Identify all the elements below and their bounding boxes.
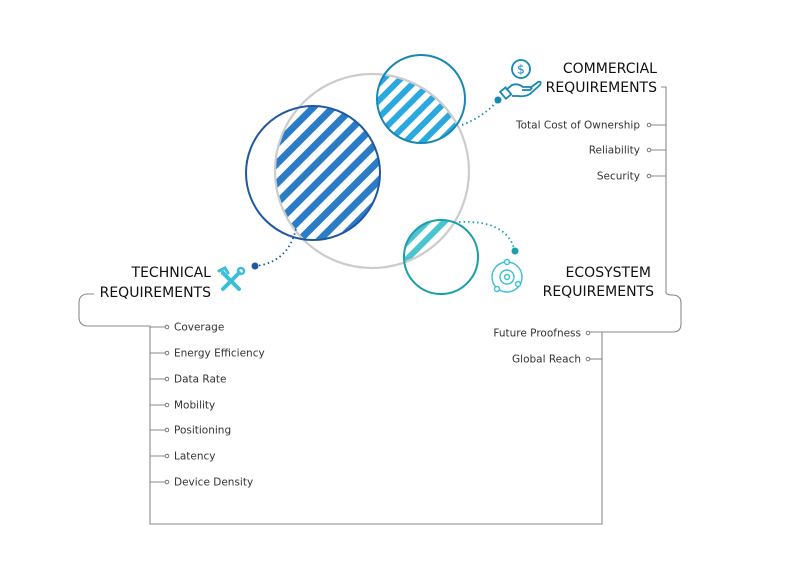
ecosystem-items: Future Proofness Global Reach (493, 328, 602, 366)
ecosystem-title-line2: REQUIREMENTS (543, 284, 654, 300)
list-item: Coverage (174, 322, 224, 334)
ecosystem-connector-dot (511, 247, 519, 255)
technical-connector (255, 228, 297, 267)
connector-tree (78, 86, 682, 525)
list-item: Global Reach (512, 354, 581, 366)
ecosystem-circle (403, 219, 479, 295)
list-item: Total Cost of Ownership (515, 120, 640, 132)
list-item: Mobility (174, 400, 215, 412)
technical-connector-dot (251, 262, 259, 270)
list-item: Device Density (174, 477, 253, 489)
central-circle (273, 72, 471, 270)
commercial-title-line1: COMMERCIAL (563, 61, 657, 77)
list-item: Latency (174, 451, 216, 463)
list-item: Positioning (174, 425, 231, 437)
technical-items: Coverage Energy Efficiency Data Rate Mob… (150, 322, 265, 489)
commercial-items: Total Cost of Ownership Reliability Secu… (515, 120, 666, 183)
ecosystem-title-line1: ECOSYSTEM (566, 265, 651, 281)
commercial-title-line2: REQUIREMENTS (546, 80, 657, 96)
commercial-circle (376, 54, 466, 144)
tools-icon (217, 266, 246, 291)
list-item: Reliability (589, 145, 640, 157)
list-item: Energy Efficiency (174, 348, 265, 360)
commercial-connector-dot (494, 96, 502, 104)
dollar-hand-icon: $ (498, 59, 542, 101)
svg-text:$: $ (517, 63, 525, 77)
ecosystem-connector (458, 221, 515, 249)
list-item: Data Rate (174, 374, 227, 386)
list-item: Future Proofness (493, 328, 581, 340)
technical-title-line2: REQUIREMENTS (100, 285, 211, 301)
commercial-connector (461, 99, 499, 126)
technical-circle (245, 105, 381, 241)
technical-title-line1: TECHNICAL (131, 265, 212, 281)
list-item: Security (597, 171, 640, 183)
orbit-icon (491, 258, 523, 293)
